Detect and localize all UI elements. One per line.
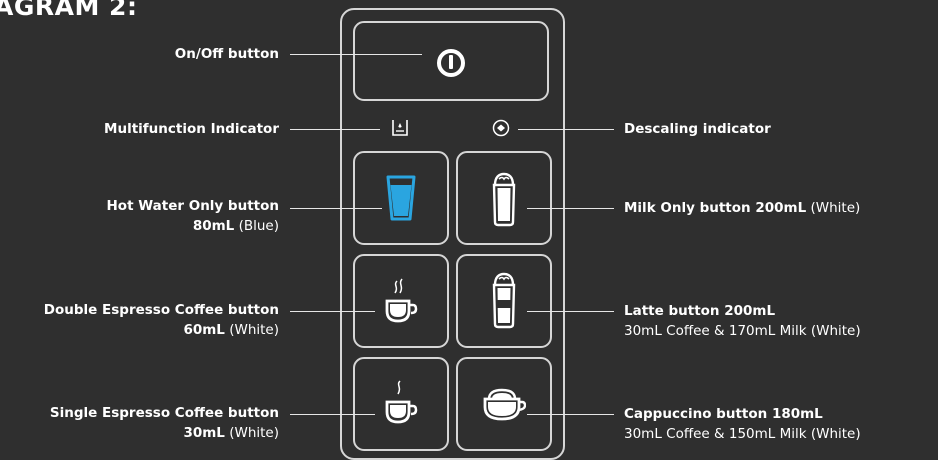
leader-line-onoff (290, 54, 422, 55)
leader-line-cappuccino (527, 414, 614, 415)
label-hot-water: Hot Water Only button 80mL (Blue) (106, 198, 280, 234)
latte-button[interactable] (456, 254, 552, 348)
label-cappuccino: Cappuccino button 180mL 30mL Coffee & 15… (624, 406, 861, 442)
water-tank-icon (392, 120, 408, 136)
milk-only-button[interactable] (456, 151, 552, 245)
leader-line-milk-only (527, 208, 614, 209)
milk-glass-icon (492, 172, 516, 227)
power-icon (437, 49, 465, 77)
label-double-espresso: Double Espresso Coffee button 60mL (Whit… (43, 302, 279, 338)
label-descaling: Descaling indicator (624, 121, 771, 137)
cappuccino-cup-icon (483, 388, 526, 421)
double-espresso-button[interactable] (353, 254, 449, 348)
descaling-icon (492, 119, 510, 137)
latte-glass-icon (492, 272, 516, 329)
leader-line-multifunction (290, 129, 380, 130)
cappuccino-button[interactable] (456, 357, 552, 451)
label-onoff: On/Off button (174, 46, 279, 62)
hot-water-cup-icon (386, 175, 416, 221)
label-single-espresso: Single Espresso Coffee button 30mL (Whit… (49, 405, 279, 441)
label-multifunction: Multifunction Indicator (104, 121, 279, 137)
hot-water-button[interactable] (353, 151, 449, 245)
diagram-title: AGRAM 2: (0, 0, 138, 21)
double-espresso-cup-icon (385, 278, 418, 323)
leader-line-single (290, 414, 375, 415)
label-latte: Latte button 200mL 30mL Coffee & 170mL M… (624, 303, 861, 339)
leader-line-hot-water (290, 208, 382, 209)
label-milk-only: Milk Only button 200mL (White) (624, 200, 861, 216)
leader-line-descaling (518, 129, 614, 130)
leader-line-latte (527, 311, 614, 312)
single-espresso-cup-icon (385, 380, 418, 424)
single-espresso-button[interactable] (353, 357, 449, 451)
on-off-button[interactable] (353, 21, 549, 101)
leader-line-double (290, 311, 375, 312)
